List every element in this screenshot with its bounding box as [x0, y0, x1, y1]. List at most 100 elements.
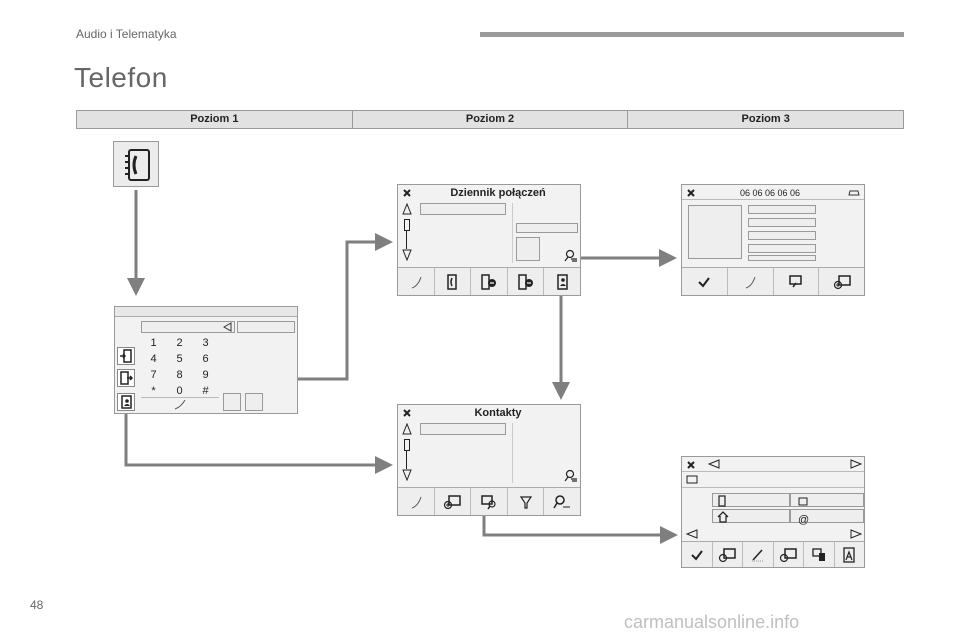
contact-photo	[688, 205, 742, 259]
delete-icon	[812, 547, 825, 561]
watermark: carmanualsonline.info	[624, 612, 800, 632]
contact-entry-field[interactable]	[420, 423, 506, 435]
section-header: Audio i Telematyka	[76, 27, 177, 41]
add-contact-button[interactable]	[435, 488, 472, 515]
key-9[interactable]: 9	[202, 369, 209, 381]
phone-button[interactable]	[435, 268, 472, 295]
down-arrow-icon[interactable]	[402, 249, 412, 261]
outgoing-filter-button[interactable]	[508, 268, 545, 295]
option-button-2[interactable]	[245, 393, 263, 411]
number-display	[141, 321, 235, 333]
add-contact-icon	[780, 547, 797, 562]
filter-contacts-button[interactable]	[508, 488, 545, 515]
search-contact-button[interactable]	[471, 488, 508, 515]
confirm-button[interactable]	[682, 268, 728, 295]
detail-field	[516, 223, 578, 233]
search-list-icon[interactable]	[564, 249, 578, 263]
message-button[interactable]	[774, 268, 820, 295]
option-button-1[interactable]	[223, 393, 241, 411]
contacts-screen: Kontakty	[397, 404, 581, 516]
contacts-button[interactable]	[544, 268, 580, 295]
email-icon: @	[798, 514, 810, 526]
call-log-toolbar	[398, 267, 580, 295]
home-field[interactable]	[712, 509, 790, 523]
levels-header: Poziom 1 Poziom 2 Poziom 3	[76, 110, 904, 129]
telephone-menu-screen: 1 2 3 4 5 6 7 8 9 * 0 #	[114, 306, 298, 414]
close-icon[interactable]	[402, 188, 412, 198]
key-6[interactable]: 6	[202, 353, 209, 365]
contact-edit-screen: @	[681, 456, 865, 568]
search-icon	[553, 494, 571, 508]
phone-book-icon	[125, 149, 150, 181]
key-star[interactable]: *	[151, 385, 156, 397]
key-7[interactable]: 7	[150, 369, 157, 381]
previous-icon[interactable]	[708, 459, 720, 469]
contact-detail-toolbar	[682, 267, 864, 295]
add-contact-icon	[719, 547, 736, 562]
incoming-call-icon	[481, 273, 496, 290]
incoming-filter-button[interactable]	[471, 268, 508, 295]
next-icon[interactable]	[850, 459, 862, 469]
search-contact-icon	[481, 494, 496, 509]
up-arrow-icon[interactable]	[402, 423, 412, 435]
contact-card-icon	[686, 475, 698, 484]
arrow-menu-to-contacts	[124, 412, 393, 474]
key-5[interactable]: 5	[176, 353, 183, 365]
alphabetic-icon	[843, 546, 855, 563]
mobile-icon	[718, 495, 726, 507]
handset-icon	[174, 399, 186, 410]
secondary-field	[237, 321, 295, 333]
phone-icon	[447, 273, 458, 290]
mobile-field[interactable]	[712, 493, 790, 507]
key-1[interactable]: 1	[150, 337, 157, 349]
key-2[interactable]: 2	[176, 337, 183, 349]
search-list-icon[interactable]	[564, 469, 578, 483]
call-forward-icon	[120, 371, 134, 385]
call-entry-field[interactable]	[420, 203, 506, 215]
contact-edit-toolbar	[682, 541, 864, 567]
delete-button[interactable]	[804, 542, 835, 567]
next-icon[interactable]	[850, 529, 862, 539]
close-icon[interactable]	[686, 460, 696, 470]
add-contact-button[interactable]	[713, 542, 743, 567]
call-button[interactable]	[398, 268, 435, 295]
close-icon[interactable]	[402, 408, 412, 418]
backspace-button[interactable]	[222, 321, 234, 333]
edit-button[interactable]	[743, 542, 774, 567]
key-4[interactable]: 4	[150, 353, 157, 365]
contact-field-2	[748, 218, 816, 227]
key-8[interactable]: 8	[176, 369, 183, 381]
email-field[interactable]: @	[790, 509, 864, 526]
landline-field[interactable]	[790, 493, 864, 507]
handset-icon	[411, 496, 422, 508]
scrollbar[interactable]	[404, 219, 410, 231]
close-icon[interactable]	[686, 188, 696, 198]
contact-field-5	[748, 255, 816, 261]
call-button[interactable]	[728, 268, 774, 295]
add-contact-icon	[444, 494, 462, 509]
key-hash[interactable]: #	[202, 385, 209, 397]
alphabetic-button[interactable]	[835, 542, 865, 567]
side-button-contacts[interactable]	[117, 393, 135, 411]
dial-button[interactable]	[141, 397, 219, 411]
incoming-call-icon	[120, 349, 132, 363]
side-button-incoming[interactable]	[117, 347, 135, 365]
add-contact-button[interactable]	[819, 268, 864, 295]
call-button[interactable]	[398, 488, 435, 515]
key-0[interactable]: 0	[176, 385, 183, 397]
search-abc-button[interactable]	[544, 488, 580, 515]
scrollbar[interactable]	[404, 439, 410, 451]
detail-photo	[516, 237, 540, 261]
key-3[interactable]: 3	[202, 337, 209, 349]
message-icon	[789, 274, 802, 287]
previous-icon[interactable]	[686, 529, 698, 539]
down-arrow-icon[interactable]	[402, 469, 412, 481]
up-arrow-icon[interactable]	[402, 203, 412, 215]
phone-icon	[798, 497, 808, 506]
contact-options-button[interactable]	[774, 542, 804, 567]
call-log-title: Dziennik połączeń	[450, 187, 546, 199]
phone-menu-button[interactable]	[113, 141, 159, 187]
confirm-button[interactable]	[682, 542, 713, 567]
side-button-forward[interactable]	[117, 369, 135, 387]
filter-icon	[519, 495, 532, 509]
